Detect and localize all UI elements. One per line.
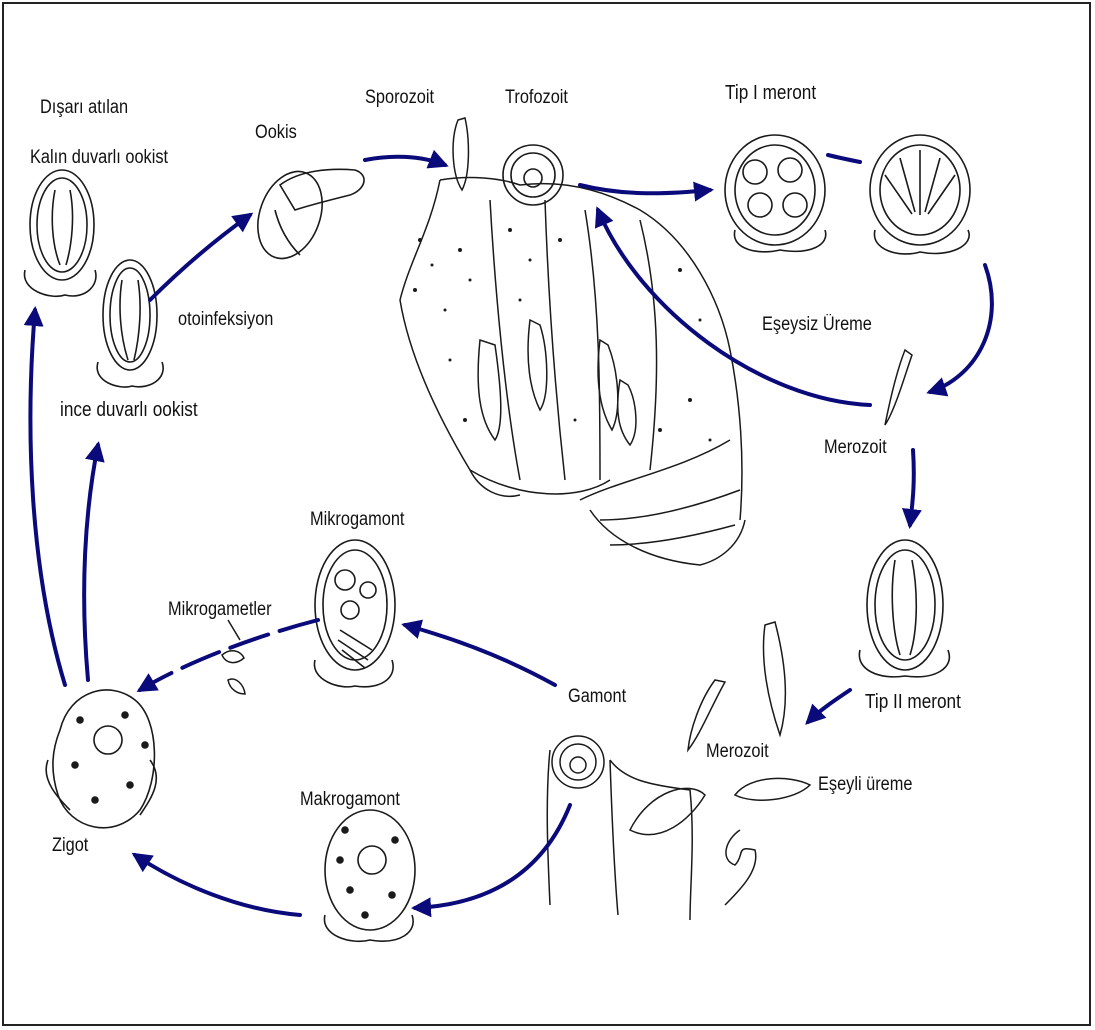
merozoits-free (688, 622, 810, 905)
cycle-arrows (30, 155, 991, 915)
tip1-meront-a (725, 135, 826, 252)
arrow-zigot-to-kalin (30, 310, 65, 685)
arrow-tip1-to-merozoit (930, 265, 992, 392)
arrow-tip2-to-merozoit (808, 690, 850, 722)
label-sporozoit: Sporozoit (365, 88, 434, 107)
zigot-cell (46, 690, 156, 828)
arrow-zigot-to-ince (84, 445, 98, 680)
label-merozoit-bottom: Merozoit (706, 742, 769, 761)
label-mikrogametler: Mikrogametler (168, 600, 272, 619)
label-disari-atilan: Dışarı atılan (40, 98, 128, 117)
mikrogamont-cell (314, 540, 395, 687)
kalin-duvarli-ookist (24, 170, 96, 296)
label-kalin-duvarli-ookist: Kalın duvarlı ookist (30, 148, 168, 167)
label-eseysiz-ureme: Eşeysiz Üreme (762, 315, 872, 334)
ince-duvarli-ookist (97, 260, 163, 387)
sporozoit-cell (453, 118, 468, 190)
label-trofozoit: Trofozoit (505, 88, 568, 107)
arrow-gamont-to-mikrogamont (405, 625, 555, 685)
arrow-ince-to-ookis (150, 215, 250, 300)
intestinal-epithelium (400, 178, 745, 565)
label-tip1-meront: Tip I meront (725, 83, 816, 103)
label-ince-duvarli-ookist: ince duvarlı ookist (60, 400, 198, 420)
mikrogametler (222, 620, 245, 694)
label-merozoit-right: Merozoit (824, 438, 887, 457)
label-ookis: Ookis (255, 123, 297, 142)
tip1-meront-b (870, 135, 970, 254)
label-gamont: Gamont (568, 687, 626, 706)
gamont-cell (547, 736, 705, 920)
arrow-ookis-to-sporozoit (365, 157, 445, 165)
label-makrogamont: Makrogamont (300, 790, 400, 809)
arrow-merozoit-to-tip2 (910, 450, 914, 525)
ookis-cell (246, 162, 364, 267)
epithelium-dots (413, 228, 712, 442)
label-mikrogamont: Mikrogamont (310, 510, 404, 529)
label-eseyli-ureme: Eşeyli üreme (818, 775, 912, 794)
trofozoit-cell (503, 145, 563, 205)
label-otoinfeksiyon: otoinfeksiyon (178, 310, 273, 329)
label-zigot: Zigot (52, 836, 88, 855)
merozoit-right (885, 350, 912, 425)
arrow-tip1-link (828, 155, 860, 162)
makrogamont-cell (324, 810, 415, 941)
arrow-makrogamont-to-zigot (135, 855, 300, 915)
label-tip2-meront: Tip II meront (865, 692, 961, 712)
tip2-meront (859, 540, 949, 677)
